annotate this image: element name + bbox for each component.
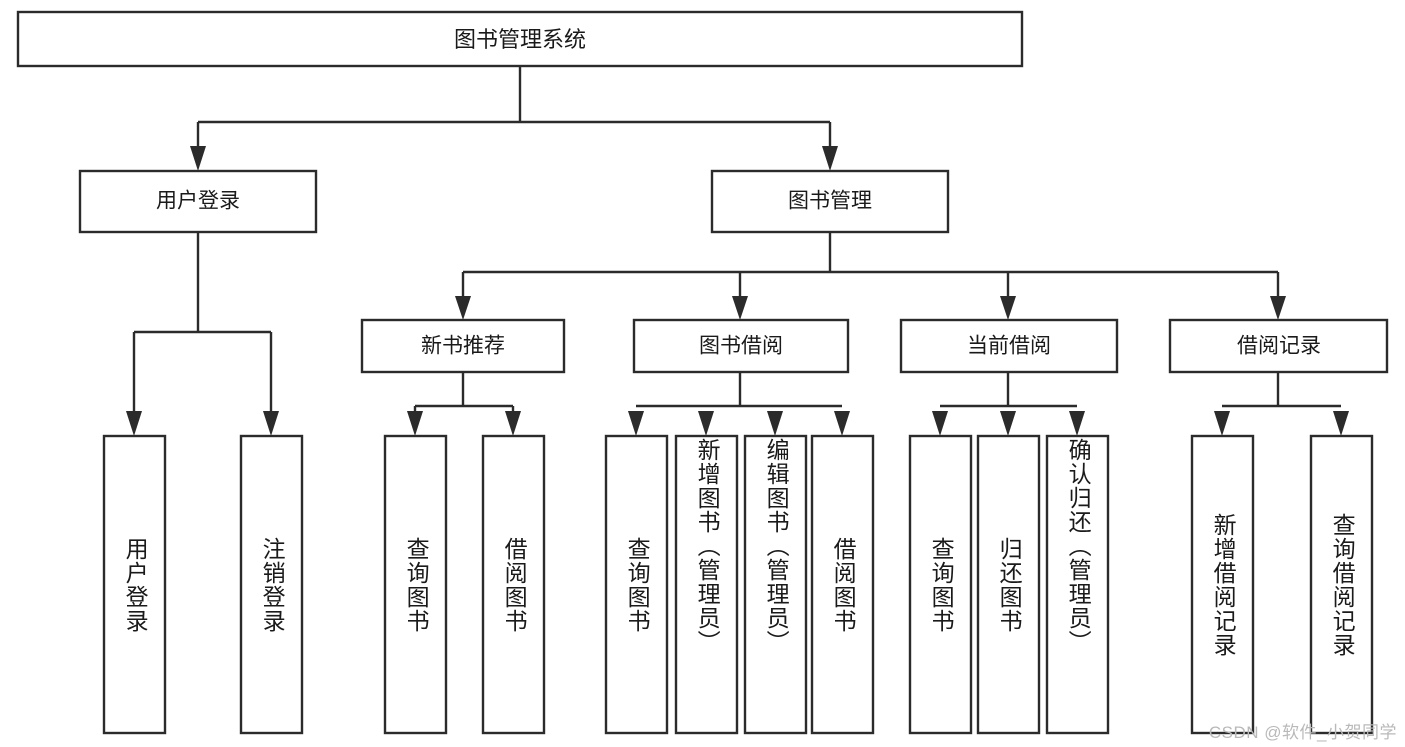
node-new-book-recommend-box[interactable] xyxy=(360,318,566,374)
node-user-login[interactable]: 用户登录 xyxy=(78,169,318,234)
node-current-borrow-box[interactable] xyxy=(899,318,1119,374)
connector-book-borrow-to-leaves xyxy=(628,372,850,436)
leaf-box-current-borrow-1[interactable] xyxy=(976,434,1041,735)
leaf-box-user-login-1[interactable] xyxy=(239,434,304,735)
arrow-head-leaf-user-login-0 xyxy=(126,411,142,436)
node-root-label: 图书管理系统 xyxy=(454,27,586,52)
leaf-box-current-borrow-0[interactable] xyxy=(908,434,973,735)
arrow-head-level3-0 xyxy=(455,296,471,320)
node-new-book-recommend-label: 新书推荐 xyxy=(421,335,505,358)
node-root-box[interactable] xyxy=(16,10,1024,68)
arrow-head-leaf-book-borrow-1 xyxy=(698,411,714,436)
arrow-head-leaf-user-login-1 xyxy=(263,411,279,436)
leaf-box-new-book-0[interactable] xyxy=(383,434,448,735)
arrow-head-level3-3 xyxy=(1270,296,1286,320)
arrow-head-book-manage xyxy=(822,146,838,171)
leaf-box-book-borrow-0[interactable] xyxy=(604,434,669,735)
arrow-head-leaf-current-borrow-2 xyxy=(1069,411,1085,436)
leaf-box-borrow-record-1[interactable] xyxy=(1309,434,1374,735)
leaf-box-book-borrow-2[interactable] xyxy=(743,434,808,735)
leaf-box-borrow-record-0[interactable] xyxy=(1190,434,1255,735)
connector-borrow-record-to-leaves xyxy=(1214,372,1349,436)
node-current-borrow[interactable]: 当前借阅 xyxy=(899,318,1119,374)
node-user-login-label: 用户登录 xyxy=(156,190,240,213)
node-book-borrow-box[interactable] xyxy=(632,318,850,374)
node-book-borrow-label: 图书借阅 xyxy=(699,335,783,358)
arrow-head-leaf-book-borrow-3 xyxy=(834,411,850,436)
arrow-head-leaf-current-borrow-1 xyxy=(1000,411,1016,436)
arrow-head-leaf-book-borrow-0 xyxy=(628,411,644,436)
node-borrow-record-label: 借阅记录 xyxy=(1237,335,1321,358)
arrow-head-leaf-new-book-0 xyxy=(407,411,423,436)
arrow-head-level3-2 xyxy=(1000,296,1016,320)
connector-book-manage-to-level3 xyxy=(455,232,1286,320)
connector-current-borrow-to-leaves xyxy=(932,372,1085,436)
node-root[interactable]: 图书管理系统 xyxy=(16,10,1024,68)
node-book-borrow[interactable]: 图书借阅 xyxy=(632,318,850,374)
node-new-book-recommend[interactable]: 新书推荐 xyxy=(360,318,566,374)
arrow-head-leaf-borrow-record-0 xyxy=(1214,411,1230,436)
connector-user-login-to-leaves xyxy=(126,232,279,436)
arrow-head-leaf-current-borrow-0 xyxy=(932,411,948,436)
node-borrow-record[interactable]: 借阅记录 xyxy=(1168,318,1389,374)
node-book-manage-box[interactable] xyxy=(710,169,950,234)
arrow-head-level3-1 xyxy=(732,296,748,320)
arrow-head-user-login xyxy=(190,146,206,171)
node-user-login-box[interactable] xyxy=(78,169,318,234)
node-book-manage[interactable]: 图书管理 xyxy=(710,169,950,234)
leaf-box-current-borrow-2[interactable] xyxy=(1045,434,1110,735)
arrow-head-leaf-borrow-record-1 xyxy=(1333,411,1349,436)
arrow-head-leaf-book-borrow-2 xyxy=(767,411,783,436)
node-borrow-record-box[interactable] xyxy=(1168,318,1389,374)
leaf-box-user-login-0[interactable] xyxy=(102,434,167,735)
connector-root-to-level2 xyxy=(190,66,838,171)
connector-new-book-to-leaves xyxy=(407,372,521,436)
arrow-head-leaf-new-book-1 xyxy=(505,411,521,436)
leaf-box-new-book-1[interactable] xyxy=(481,434,546,735)
node-current-borrow-label: 当前借阅 xyxy=(967,335,1051,358)
leaf-box-book-borrow-1[interactable] xyxy=(674,434,739,735)
leaf-box-book-borrow-3[interactable] xyxy=(810,434,875,735)
node-book-manage-label: 图书管理 xyxy=(788,190,872,213)
